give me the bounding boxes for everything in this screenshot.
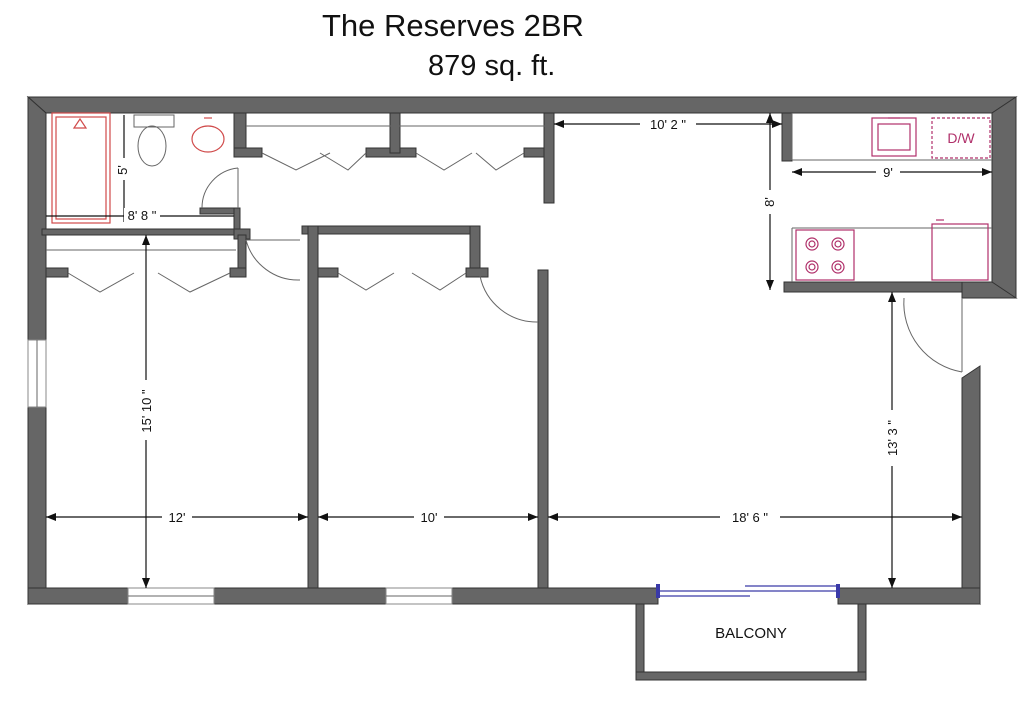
windows — [27, 339, 453, 605]
bottom-wall-2 — [213, 587, 387, 605]
outer-walls — [26, 95, 1018, 606]
dim-kitchen-depth: 8' — [762, 197, 777, 207]
door-bedroom2 — [479, 275, 539, 323]
closet-doors — [46, 125, 546, 293]
dim-bedroom1-depth: 15' 10 " — [139, 389, 154, 433]
left-wall-lower — [27, 406, 47, 606]
toilet-tank — [133, 114, 175, 128]
dim-living-top: 10' 2 " — [650, 117, 686, 132]
right-wall-kitchen — [991, 96, 1017, 299]
swing-doors — [201, 167, 963, 373]
dim-living-depth: 13' 3 " — [885, 420, 900, 456]
door-entry — [903, 297, 963, 373]
toilet-bowl — [137, 125, 167, 167]
bottom-wall-1 — [27, 587, 129, 605]
dim-living-width: 18' 6 " — [732, 510, 768, 525]
refrigerator — [931, 223, 989, 281]
balcony-door — [656, 584, 840, 598]
top-wall — [26, 96, 1018, 114]
left-wall-upper — [27, 95, 47, 341]
plan-title: The Reserves 2BR — [322, 8, 584, 43]
dimension-labels: 5' 8' 8 " 10' 2 " 9' 8' 15' 10 " 12' 10'… — [112, 116, 900, 525]
balcony-label: BALCONY — [715, 625, 787, 642]
dim-kitchen-width: 9' — [883, 165, 893, 180]
dim-bath-width: 8' 8 " — [128, 208, 157, 223]
door-bedroom1 — [245, 239, 301, 281]
dishwasher — [931, 117, 991, 159]
balcony — [635, 603, 867, 681]
bath-fixtures — [51, 112, 225, 224]
interior-walls — [41, 112, 1018, 589]
bottom-wall-3 — [451, 587, 659, 605]
kitchen-fixtures: D/W — [791, 113, 992, 282]
stove — [795, 229, 855, 281]
door-bath — [201, 167, 239, 209]
dishwasher-label: D/W — [947, 130, 975, 146]
dim-bedroom1-width: 12' — [169, 510, 186, 525]
dim-bedroom2-width: 10' — [421, 510, 438, 525]
plan-area: 879 sq. ft. — [428, 50, 556, 82]
bath-sink — [191, 125, 225, 153]
right-wall-living — [961, 365, 981, 606]
dim-bath-depth: 5' — [115, 165, 130, 175]
bottom-wall-4 — [837, 587, 981, 605]
bathtub — [51, 112, 111, 224]
